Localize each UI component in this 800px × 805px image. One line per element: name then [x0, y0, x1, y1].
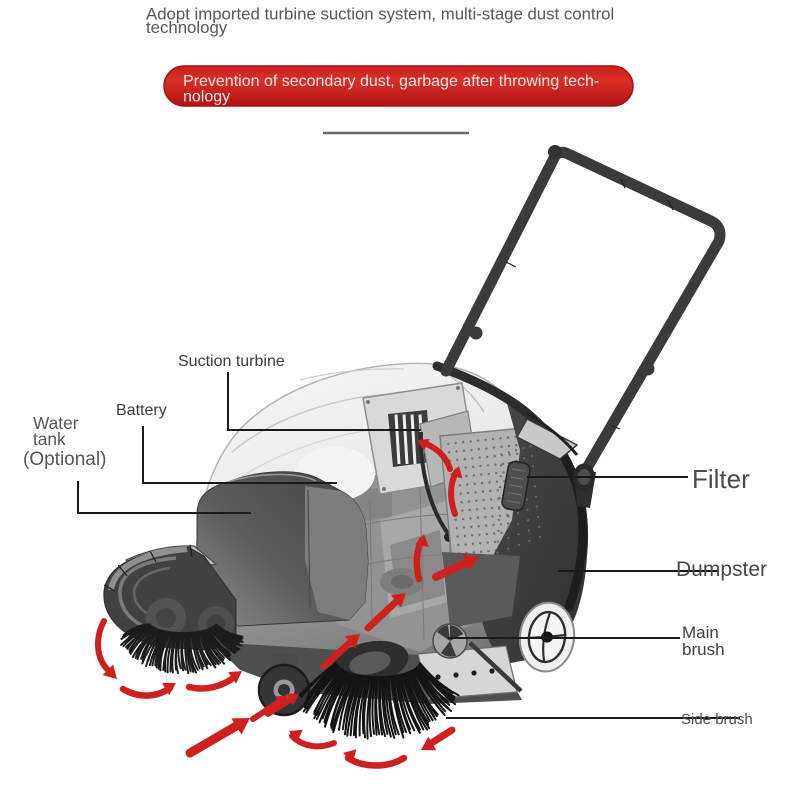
svg-text:Battery: Battery: [116, 402, 167, 419]
svg-text:nology: nology: [183, 89, 230, 106]
svg-text:Water: Water: [33, 413, 79, 433]
svg-text:brush: brush: [682, 640, 725, 659]
svg-text:Main: Main: [682, 623, 719, 642]
svg-text:Filter: Filter: [692, 464, 750, 494]
svg-text:technology: technology: [146, 18, 228, 37]
svg-text:Adopt imported turbine suction: Adopt imported turbine suction system, m…: [146, 5, 614, 24]
svg-text:Prevention of secondary dust,: Prevention of secondary dust, garbage af…: [183, 73, 599, 90]
svg-text:tank: tank: [33, 429, 66, 449]
svg-text:(Optional): (Optional): [23, 449, 106, 470]
svg-text:Side brush: Side brush: [681, 711, 753, 728]
svg-text:Suction turbine: Suction turbine: [178, 353, 285, 370]
svg-text:Dumpster: Dumpster: [676, 558, 767, 581]
